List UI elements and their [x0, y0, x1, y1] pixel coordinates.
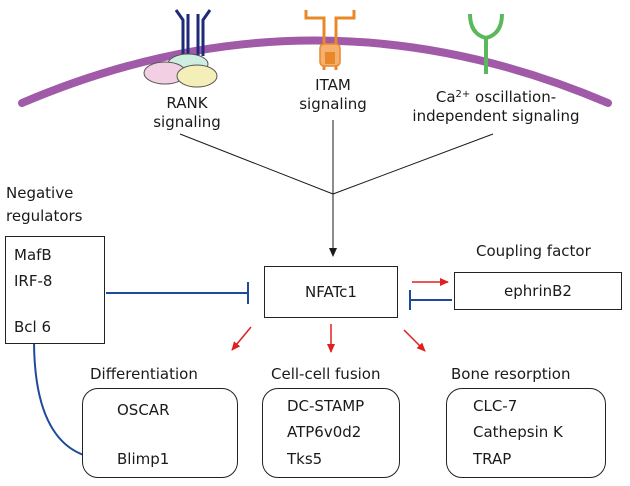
- regulator-mafb: MafB: [14, 246, 52, 264]
- arrow-to-differentiation: [231, 326, 252, 351]
- ephrinb2-box: ephrinB2: [454, 272, 622, 310]
- itam-signaling-line2: signaling: [299, 95, 367, 113]
- itam-receptor-icon: [304, 10, 356, 70]
- rank-input-line: [179, 133, 334, 195]
- regulator-irf8: IRF-8: [14, 272, 53, 290]
- fusion-item-tks5: Tks5: [287, 450, 323, 468]
- differentiation-box: OSCAR Blimp1: [82, 388, 238, 478]
- itam-signaling-line1: ITAM: [315, 76, 351, 94]
- rank-signaling-line1: RANK: [166, 94, 208, 112]
- nfatc1-box: NFATc1: [264, 266, 398, 318]
- ephrinb2-label: ephrinB2: [504, 282, 572, 300]
- ca-signaling-line1: Ca2+ oscillation-: [435, 88, 557, 106]
- ca-receptor-icon: [468, 13, 504, 74]
- rank-signaling-label: RANK signaling: [153, 94, 221, 132]
- cell-cell-fusion-title: Cell-cell fusion: [271, 365, 381, 383]
- differentiation-title: Differentiation: [90, 365, 198, 383]
- ca-signaling-line2: independent signaling: [412, 107, 580, 125]
- fusion-item-dc-stamp: DC-STAMP: [287, 397, 365, 415]
- regulator-bcl6: Bcl 6: [14, 318, 52, 336]
- arrow-to-resorption: [403, 329, 426, 352]
- coupling-factor-title: Coupling factor: [476, 242, 591, 260]
- rank-receptor-icon: [143, 9, 218, 88]
- cell-membrane: [18, 36, 612, 107]
- ca-input-line: [332, 133, 494, 195]
- fusion-item-atp6v0d2: ATP6v0d2: [287, 423, 362, 441]
- rank-signaling-line2: signaling: [153, 113, 221, 131]
- ca-signaling-label: Ca2+ oscillation- independent signaling: [412, 88, 579, 126]
- resorption-item-clc7: CLC-7: [473, 397, 518, 415]
- resorption-item-cathepsin-k: Cathepsin K: [473, 423, 563, 441]
- bone-resorption-box: CLC-7 Cathepsin K TRAP: [446, 388, 606, 478]
- itam-signaling-label: ITAM signaling: [299, 76, 367, 114]
- differentiation-item-oscar: OSCAR: [117, 401, 170, 419]
- negative-regulators-title: Negative regulators: [6, 184, 83, 225]
- negative-regulators-box: MafB IRF-8 Bcl 6: [5, 236, 105, 344]
- bone-resorption-title: Bone resorption: [451, 365, 571, 383]
- resorption-item-trap: TRAP: [473, 450, 512, 468]
- cell-cell-fusion-box: DC-STAMP ATP6v0d2 Tks5: [262, 388, 400, 478]
- differentiation-item-blimp1: Blimp1: [117, 450, 170, 468]
- nfatc1-label: NFATc1: [305, 283, 357, 301]
